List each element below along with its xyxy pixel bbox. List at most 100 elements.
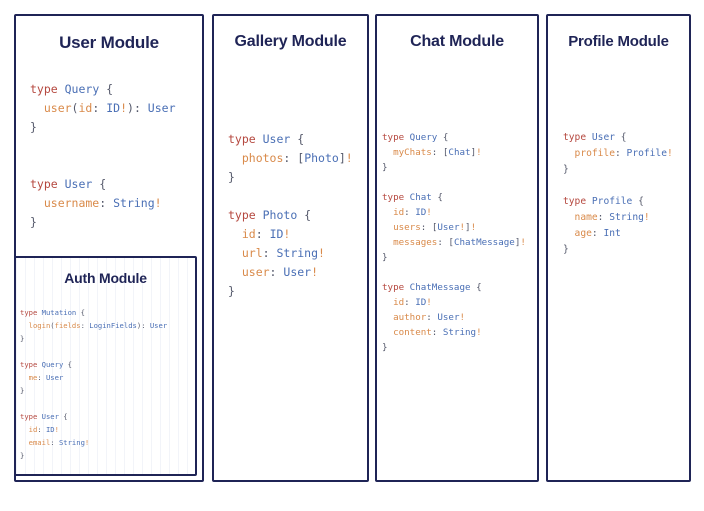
code-block-chat: type Query { myChats: [Chat]!} type Chat… [382,130,526,355]
code-token: ! [470,222,477,233]
code-line: } [30,118,176,137]
code-block-auth: type Mutation { login(fields: LoginField… [20,306,167,462]
code-line [20,345,167,358]
code-token: User [262,132,291,146]
module-panel-profile: Profile Module [546,14,691,482]
code-token: Mutation [41,308,77,317]
code-line: } [382,250,526,265]
code-token: Query [64,82,100,96]
code-line: name: String! [563,210,673,226]
code-token: username [30,196,100,210]
code-token: [ [442,147,449,158]
code-token: ] [465,222,471,233]
code-token: ) [127,101,134,115]
code-token: { [431,192,443,203]
code-token: ChatMessage [409,282,471,293]
code-token: ! [459,222,466,233]
code-token: : [597,212,610,223]
code-line: users: [User!]! [382,220,526,235]
code-token: Int [603,228,621,239]
code-token: type [228,132,263,146]
code-line: photos: [Photo]! [228,149,353,168]
code-token: User [147,101,176,115]
code-token: ! [476,327,482,338]
code-token: ID [269,227,284,241]
code-line: id: ID! [382,295,526,310]
code-line [382,265,526,280]
code-line: } [20,332,167,345]
code-token: ! [643,212,650,223]
code-token: : [80,321,90,330]
code-line: email: String! [20,436,167,449]
code-token: String [58,438,85,447]
code-token: ! [426,207,432,218]
code-token: { [58,412,68,421]
code-token: : [37,373,46,382]
code-token: ID [415,297,427,308]
code-token: type [382,282,410,293]
code-line: } [30,213,176,232]
module-panel-auth: Auth Module [14,256,197,476]
code-token: : [437,237,449,248]
code-token: me [20,373,38,382]
code-token: : [269,265,284,279]
code-line: myChats: [Chat]! [382,145,526,160]
code-line: } [382,340,526,355]
code-token: ! [459,312,466,323]
code-line [20,397,167,410]
code-token: ! [154,196,162,210]
module-title-user: User Module [59,33,159,52]
code-token: ID [45,425,55,434]
code-line: user: User! [228,263,353,282]
code-token: Profile [591,196,633,207]
code-token: type [20,412,42,421]
code-token: Chat [448,147,471,158]
code-token: Photo [262,208,298,222]
code-token: id [228,227,256,241]
code-token: } [20,451,25,460]
code-token: : [141,321,150,330]
code-token: type [30,177,65,191]
code-token: ! [311,265,319,279]
code-token: ! [476,147,482,158]
code-token: : [431,147,443,158]
code-token: content [382,327,432,338]
code-token: : [262,246,277,260]
code-token: ) [136,321,142,330]
code-line: type User { [228,130,353,149]
code-token: ( [50,321,55,330]
code-token: url [228,246,263,260]
module-title-chat: Chat Module [410,33,504,50]
code-line: type User { [20,410,167,423]
code-token: ! [54,425,59,434]
code-token: : [50,438,59,447]
code-line: type User { [30,175,176,194]
code-token: fields [54,321,81,330]
code-line [563,178,673,194]
code-line [30,137,176,156]
code-token: } [382,252,388,263]
code-token: name [563,212,598,223]
code-token: } [20,334,25,343]
code-line: username: String! [30,194,176,213]
code-token: } [20,386,25,395]
code-token: Photo [304,151,339,165]
module-title-profile: Profile Module [568,33,669,50]
module-title-auth: Auth Module [64,270,147,286]
code-token: { [470,282,482,293]
code-line: type Query { [382,130,526,145]
code-line: type Profile { [563,194,673,210]
code-token: type [563,196,592,207]
code-token: } [382,162,388,173]
code-token: type [20,308,42,317]
code-token: id [78,101,93,115]
code-token: ID [106,101,121,115]
code-line: type ChatMessage { [382,280,526,295]
code-line: } [228,282,353,301]
code-line: messages: [ChatMessage]! [382,235,526,250]
code-token: email [20,438,51,447]
code-block-profile: type User { profile: Profile!} type Prof… [563,130,673,258]
code-token: } [563,244,569,255]
code-token: { [632,196,644,207]
code-token: id [20,425,38,434]
